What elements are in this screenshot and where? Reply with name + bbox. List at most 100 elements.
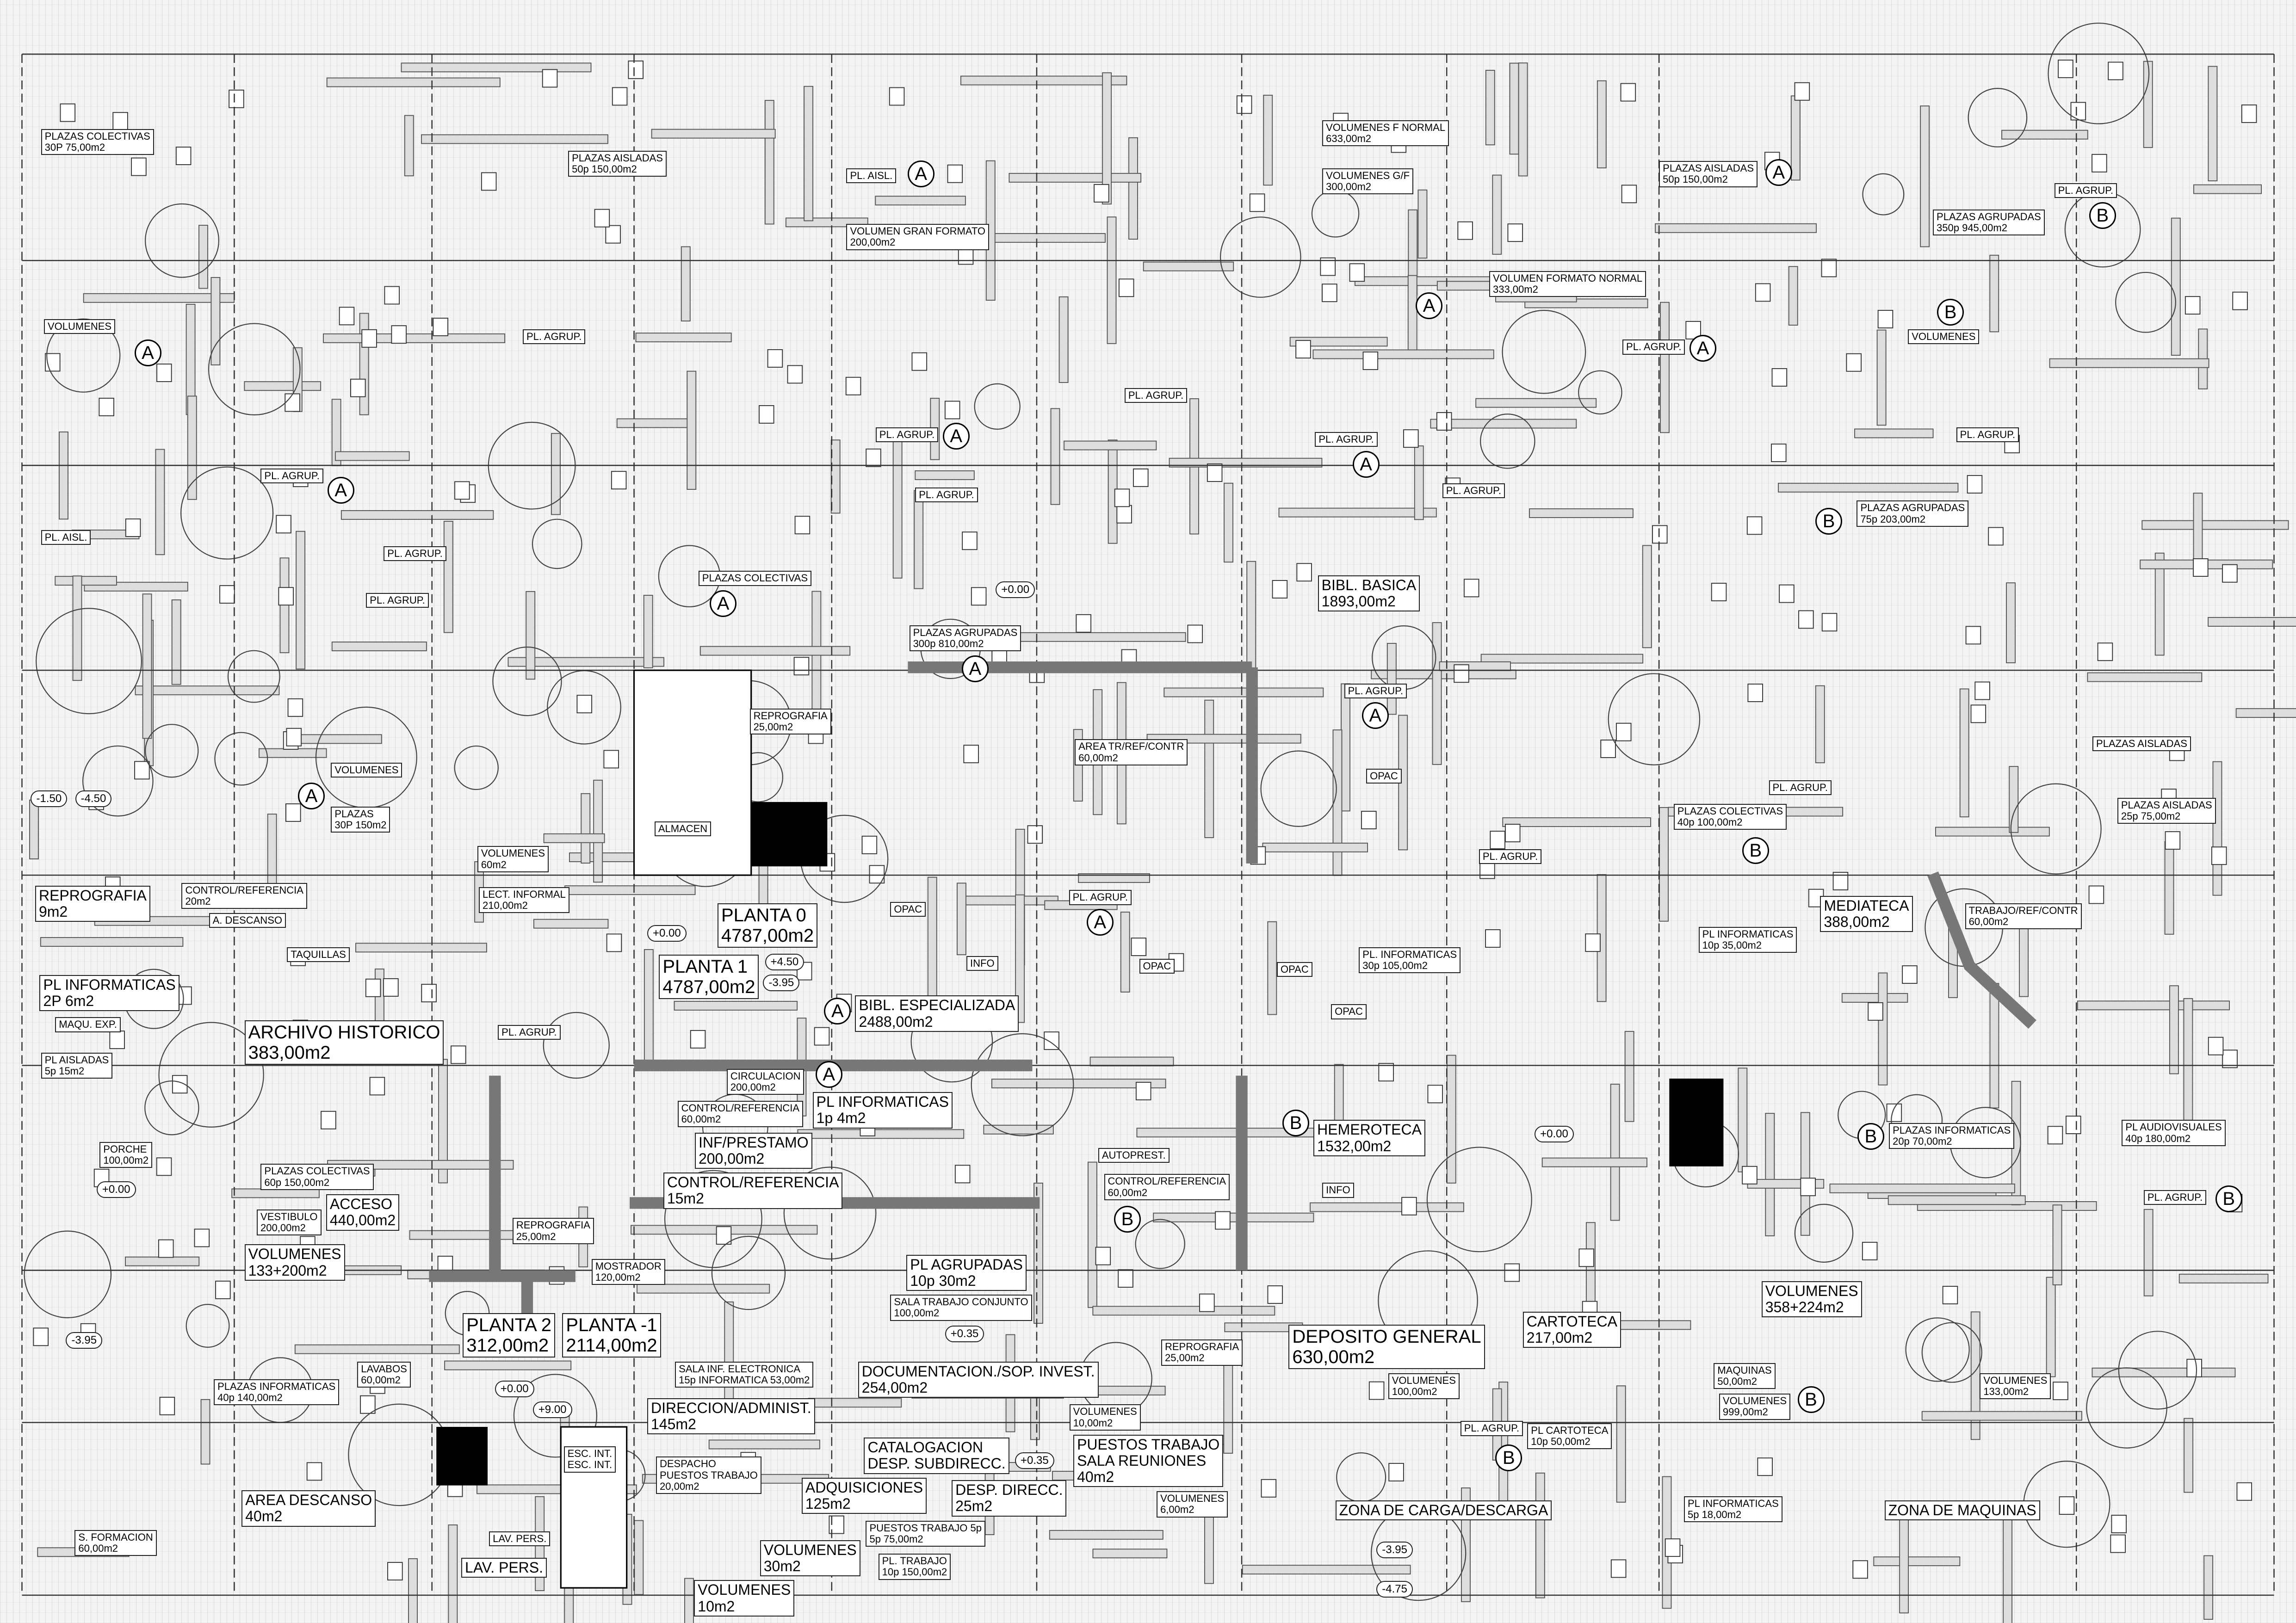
desk <box>287 698 303 717</box>
shelf <box>1815 685 1825 764</box>
room-area: 1532,00m2 <box>1317 1137 1392 1154</box>
room-name: PLAZAS AISLADAS <box>1663 162 1754 174</box>
column-circle <box>36 608 142 715</box>
room-name: ARCHIVO HISTORICO <box>248 1022 440 1043</box>
room-name: PL. AGRUP. <box>2058 184 2114 196</box>
room-label: VOLUMENES <box>331 763 402 778</box>
level-marker: +9.00 <box>532 1401 572 1418</box>
shelf <box>1655 223 1817 233</box>
room-area: 15p INFORMATICA 53,00m2 <box>679 1374 810 1386</box>
shelf <box>355 943 487 953</box>
desk <box>285 803 301 822</box>
column-circle <box>214 732 268 786</box>
desk <box>1821 259 1837 278</box>
shelf <box>2235 708 2296 718</box>
room-area: 60,00m2 <box>361 1374 401 1386</box>
shelf <box>1439 661 1511 671</box>
elevator-core <box>1669 1078 1724 1166</box>
room-area: 5p 15m2 <box>44 1065 85 1077</box>
room-label: PL. AGRUP. <box>2143 1190 2207 1205</box>
shelf <box>135 685 280 696</box>
room-name: VESTIBULO <box>260 1210 318 1222</box>
shelf <box>526 591 536 680</box>
desk <box>1094 184 1109 203</box>
desk <box>1362 352 1379 370</box>
room-area: 10p 30m2 <box>910 1272 976 1289</box>
shelf <box>443 521 453 633</box>
zone-marker: A <box>942 423 970 450</box>
shelf <box>359 313 369 415</box>
room-label: PL. AGRUP. <box>1460 1421 1523 1436</box>
shelf <box>1263 94 1273 186</box>
room-area: 40p 180,00m2 <box>2125 1132 2191 1144</box>
room-area: 133+200m2 <box>248 1262 327 1279</box>
shelf <box>644 949 654 1071</box>
room-name: VOLUMENES <box>763 1541 857 1558</box>
room-area: 440,00m2 <box>329 1212 396 1229</box>
room-area: 300,00m2 <box>1326 181 1372 193</box>
desk <box>2222 564 2238 583</box>
room-area: 50p 150,00m2 <box>1663 173 1728 185</box>
level-marker: +0.00 <box>495 1380 534 1397</box>
room-name: VOLUMENES <box>481 847 545 859</box>
shelf <box>210 277 221 365</box>
desk <box>481 172 497 191</box>
room-name: PLAZAS COLECTIVAS <box>1677 805 1783 817</box>
desk <box>1665 1538 1681 1557</box>
desk <box>628 60 644 79</box>
room-area: 120,00m2 <box>595 1271 641 1284</box>
shelf <box>1102 72 1112 205</box>
desk <box>866 448 881 467</box>
column-circle <box>24 1230 112 1319</box>
shelf <box>1492 174 1502 255</box>
shelf <box>1087 1161 1097 1308</box>
room-name: CIRCULACION <box>730 1070 801 1082</box>
shelf <box>1064 440 1157 450</box>
desk <box>1652 525 1668 544</box>
room-label: PL. AGRUP. <box>915 488 978 503</box>
room-label: PL. AGRUP. <box>1956 427 2019 443</box>
shelf <box>1092 1549 1168 1559</box>
room-name: AREA TR/REF/CONTR <box>1078 741 1184 753</box>
zone-marker: A <box>134 339 161 366</box>
column-circle <box>971 1033 1074 1136</box>
room-label: OPAC <box>1366 768 1402 784</box>
shelf <box>764 100 774 225</box>
desk <box>278 587 294 606</box>
zone-marker: A <box>1086 908 1114 936</box>
shelf <box>1417 189 1428 259</box>
room-area: 30m2 <box>763 1557 801 1574</box>
shelf <box>1312 349 1494 359</box>
room-name: PL. AGRUP. <box>501 1026 557 1038</box>
room-name: ACCESO <box>329 1196 392 1213</box>
desk <box>229 89 244 108</box>
room-label: INFO <box>966 956 998 971</box>
room-area: 40m2 <box>1077 1469 1114 1486</box>
shelf <box>1920 105 1930 247</box>
desk <box>2211 846 2227 865</box>
room-name: A. DESCANSO <box>212 914 282 926</box>
desk <box>1272 580 1288 599</box>
room-name: PLAZAS COLECTIVAS <box>44 130 150 142</box>
column-circle <box>1480 413 1535 469</box>
room-name: PL INFORMATICAS <box>43 976 176 993</box>
shelf <box>543 833 605 843</box>
desk <box>1886 1103 1902 1122</box>
desk <box>156 364 172 383</box>
column-circle <box>158 1022 264 1128</box>
room-name: OPAC <box>1370 770 1398 782</box>
room-name: PL INFORMATICAS <box>1702 928 1794 940</box>
room-area: 999,00m2 <box>1722 1406 1768 1418</box>
shelf <box>1475 398 1597 408</box>
desk <box>2208 1037 2224 1055</box>
shelf <box>687 370 697 490</box>
desk <box>219 585 235 604</box>
level-marker: +0.00 <box>96 1181 136 1198</box>
room-area: 60,00m2 <box>681 1113 721 1125</box>
shelf <box>1153 1212 1314 1222</box>
